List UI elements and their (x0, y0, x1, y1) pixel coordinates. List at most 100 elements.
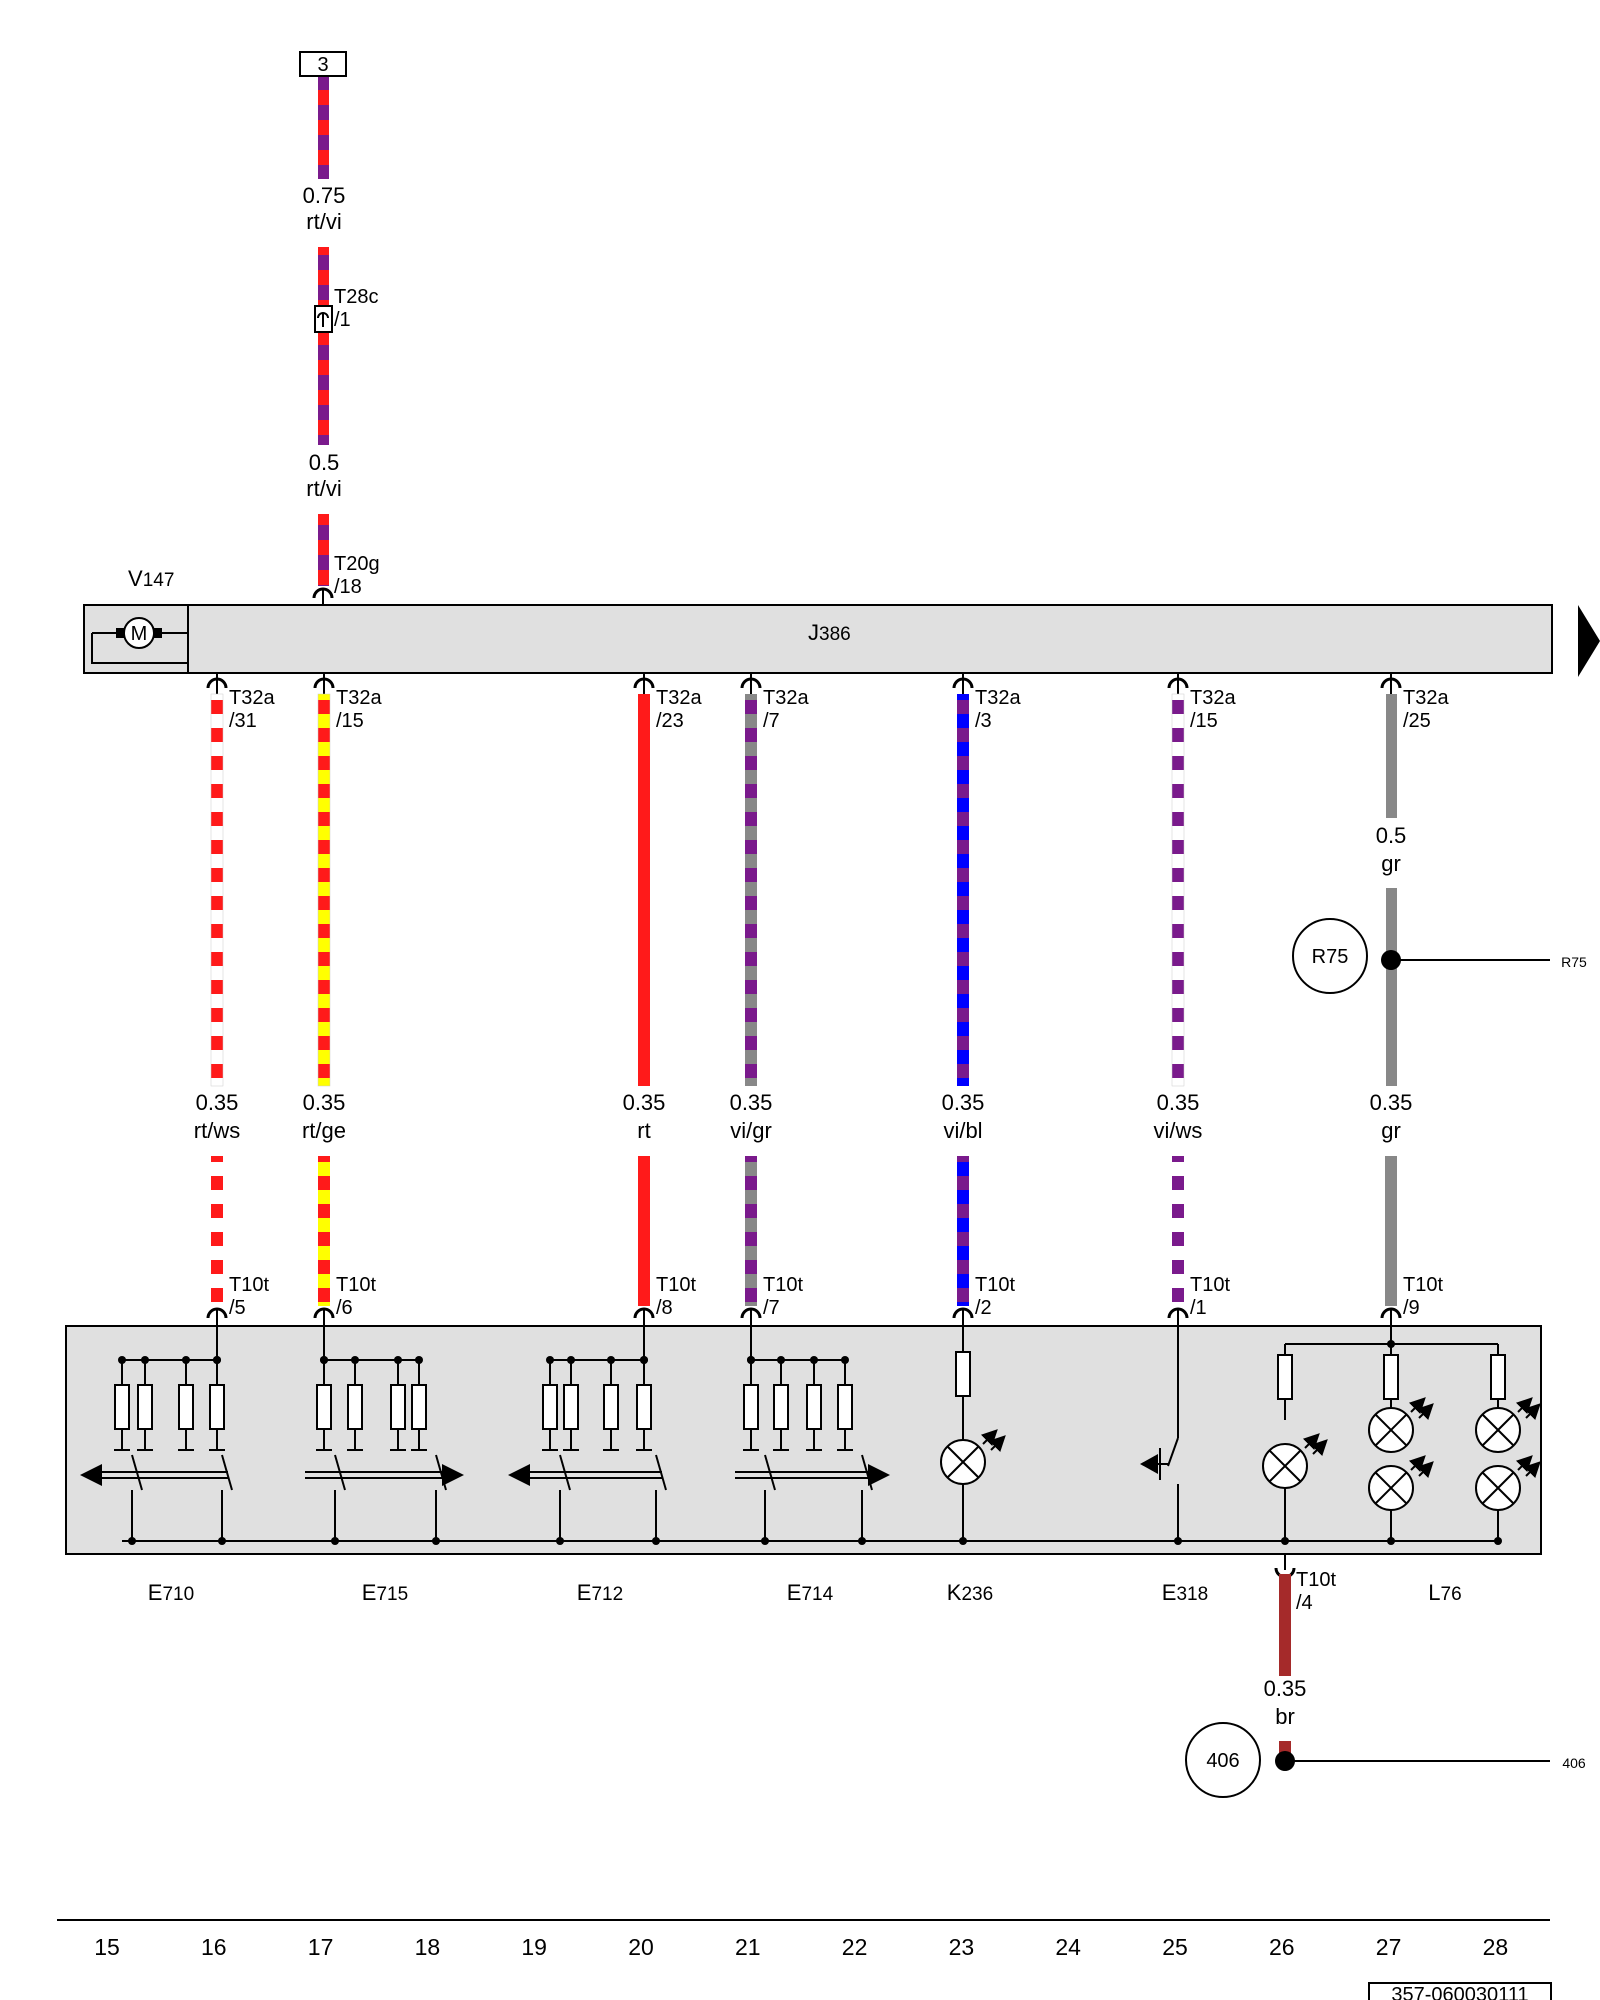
resistor-icon (114, 1384, 130, 1430)
wire-segment[interactable] (317, 693, 331, 1087)
switch-panel-box[interactable] (65, 1325, 1542, 1555)
ground-color: br (1275, 1704, 1295, 1729)
axis-label: 21 (735, 1934, 761, 1960)
panel-drawings (80, 1326, 1541, 1545)
wire-segment[interactable] (1386, 694, 1397, 818)
resistor-icon (743, 1384, 759, 1430)
axis-label: 28 (1483, 1934, 1509, 1960)
bottom-conn-name: T10t (229, 1274, 269, 1296)
wire-color-top-2: rt/vi (306, 476, 341, 501)
wire-color: rt/ge (302, 1118, 346, 1143)
module-label: J386 (808, 620, 851, 645)
bottom-conn-pin: /9 (1403, 1297, 1420, 1319)
lamp-icon (1475, 1397, 1541, 1453)
wire-color: gr (1381, 1118, 1401, 1143)
wire-top-2[interactable] (318, 247, 329, 445)
top-conn-name: T32a (1190, 687, 1236, 709)
wire-segment[interactable] (1386, 888, 1397, 1086)
wire-segment[interactable] (211, 1156, 223, 1306)
ground-conn: T10t (1296, 1569, 1336, 1591)
wire-color: rt (637, 1118, 650, 1143)
top-conn-pin: /23 (656, 710, 684, 732)
top-conn-name: T32a (656, 687, 702, 709)
wire-segment[interactable] (957, 1156, 969, 1306)
wire-segment[interactable] (318, 1156, 330, 1306)
top-conn-name: T32a (975, 687, 1021, 709)
top-conn-pin: /3 (975, 710, 992, 732)
axis-label: 23 (949, 1934, 975, 1960)
bottom-conn-name: T10t (336, 1274, 376, 1296)
wire-size: 0.35 (1370, 1090, 1413, 1115)
bottom-conn-pin: /2 (975, 1297, 992, 1319)
bottom-conn-name: T10t (763, 1274, 803, 1296)
bottom-conn-name: T10t (1190, 1274, 1230, 1296)
ground-circle[interactable] (1185, 1722, 1261, 1798)
resistor-icon (316, 1384, 332, 1430)
wire-segment[interactable] (957, 694, 969, 1086)
top-conn-name: T32a (336, 687, 382, 709)
connector-t28c-name: T28c (334, 286, 378, 308)
wire-size: 0.35 (623, 1090, 666, 1115)
wire-size: 0.35 (730, 1090, 773, 1115)
r75-ref: R75 (1561, 954, 1587, 970)
component-label: E715 (362, 1580, 408, 1605)
wire-segment[interactable] (638, 1156, 650, 1306)
switch-panel (65, 1325, 1542, 1555)
top-conn-pin: /15 (1190, 710, 1218, 732)
top-conn-name: T32a (1403, 687, 1449, 709)
wire-size: 0.35 (942, 1090, 985, 1115)
wire-segment[interactable] (745, 1156, 757, 1306)
wire-size-gr-upper: 0.5 (1376, 823, 1407, 848)
wire-size-top-1: 0.75 (303, 183, 346, 208)
motor-label: V147 (128, 566, 174, 591)
ground-ref: 406 (1562, 1755, 1586, 1771)
wire-segment[interactable] (1385, 1156, 1397, 1306)
axis-label: 27 (1376, 1934, 1402, 1960)
bottom-conn-pin: /7 (763, 1297, 780, 1319)
top-conn-pin: /7 (763, 710, 780, 732)
connector-t28c-icon (317, 312, 329, 327)
wire-top-3[interactable] (318, 514, 329, 586)
wire-size: 0.35 (1157, 1090, 1200, 1115)
module-bar[interactable] (83, 604, 1553, 674)
connector-t20g-pin: /18 (334, 576, 362, 598)
wire-color: vi/ws (1154, 1118, 1203, 1143)
resistor-icon (563, 1384, 579, 1430)
axis-label: 25 (1162, 1934, 1188, 1960)
r75-circle[interactable] (1292, 918, 1368, 994)
ground-junction (1275, 1751, 1295, 1771)
resistor-icon (1277, 1354, 1293, 1400)
ground-size: 0.35 (1264, 1676, 1307, 1701)
switch-arrow-icon (508, 1464, 530, 1486)
axis-label: 26 (1269, 1934, 1295, 1960)
wire-color: vi/gr (730, 1118, 772, 1143)
lamp-icon (940, 1429, 1006, 1485)
svg-text:M: M (131, 623, 148, 645)
wire-color: vi/bl (943, 1118, 982, 1143)
top-conn-pin: /15 (336, 710, 364, 732)
wire-top-1[interactable] (318, 77, 329, 179)
wire-segment[interactable] (1172, 1156, 1184, 1306)
resistor-icon (603, 1384, 619, 1430)
wire-segment[interactable] (1171, 693, 1185, 1087)
wire-ground-upper[interactable] (1279, 1574, 1291, 1676)
component-label: E318 (1162, 1580, 1208, 1605)
resistor-icon (347, 1384, 363, 1430)
r75-branch: 0.5 gr R75 R75 (1292, 823, 1587, 994)
resistor-icon (542, 1384, 558, 1430)
ground-pin: /4 (1296, 1592, 1313, 1614)
axis-label: 19 (521, 1934, 547, 1960)
switch-arrow-icon (80, 1464, 102, 1486)
axis-label: 15 (94, 1934, 120, 1960)
r75-circle-label: R75 (1312, 946, 1349, 968)
wire-segment[interactable] (745, 694, 757, 1086)
resistor-icon (806, 1384, 822, 1430)
wire-segment[interactable] (638, 694, 650, 1086)
resistor-icon (411, 1384, 427, 1430)
wire-segment[interactable] (210, 693, 224, 1087)
resistor-icon (636, 1384, 652, 1430)
